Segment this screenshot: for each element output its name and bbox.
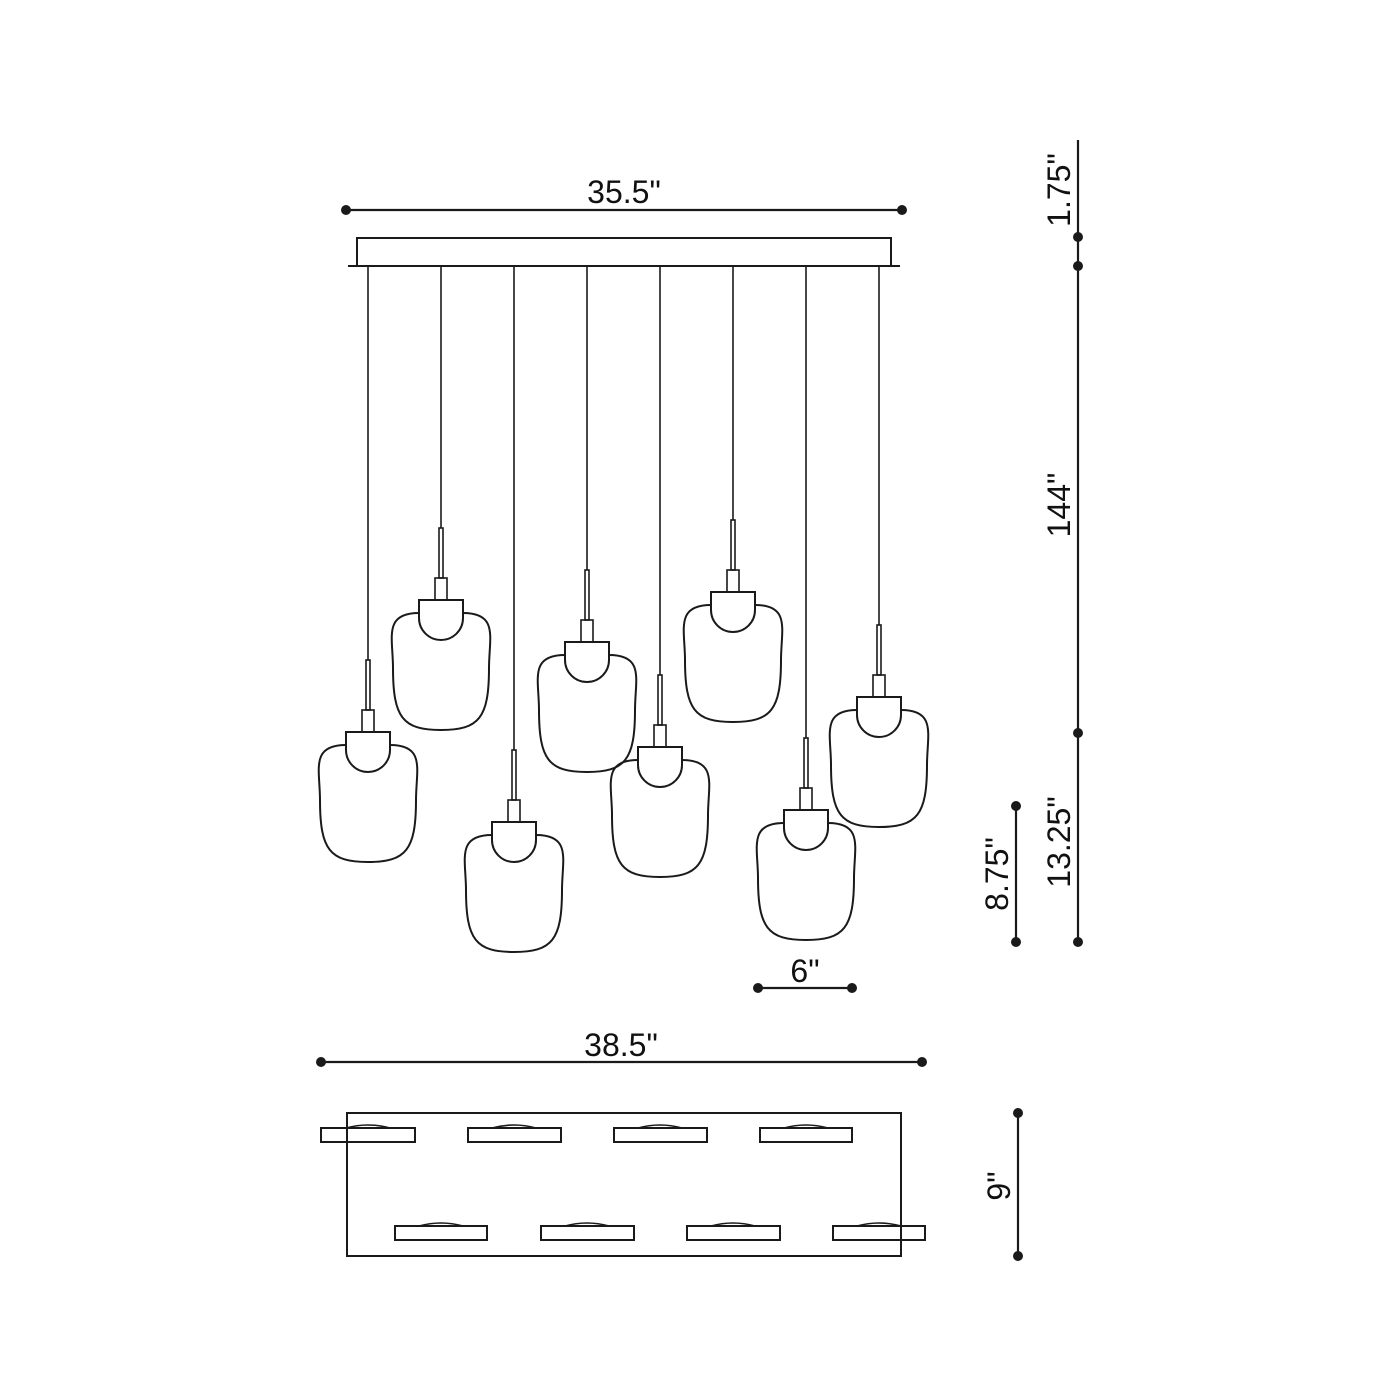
pendant-8 [828,266,930,829]
pendant-2 [390,266,492,732]
shade-width-dimension: 6" [753,953,857,993]
shade-width-label: 6" [790,953,819,989]
canopy-width-dimension: 35.5" [341,174,907,215]
canopy-width-label: 35.5" [587,174,661,210]
fixture-height-label: 13.25" [1041,796,1077,887]
overall-width-label: 38.5" [584,1027,658,1063]
pendant-7 [755,266,857,942]
shade-height-dimension: 8.75" [979,801,1021,947]
canopy-height-label: 1.75" [1041,153,1077,227]
shade-height-label: 8.75" [979,837,1015,911]
pendant-1 [317,266,419,864]
top-view [320,1112,926,1257]
pendant-group [317,266,930,954]
pendant-4 [536,266,638,774]
canopy-depth-label: 9" [981,1171,1017,1200]
canopy-depth-dimension: 9" [981,1108,1023,1261]
right-height-dimensions: 1.75" 144" 13.25" [1041,140,1083,947]
canopy-front-view [348,237,900,267]
bottom-row-pendants [394,1222,926,1241]
overall-width-dimension: 38.5" [316,1027,927,1067]
pendant-3 [463,266,565,954]
pendant-5 [609,266,711,879]
pendant-6 [682,266,784,724]
top-row-pendants [320,1124,853,1143]
drop-length-label: 144" [1041,473,1077,538]
